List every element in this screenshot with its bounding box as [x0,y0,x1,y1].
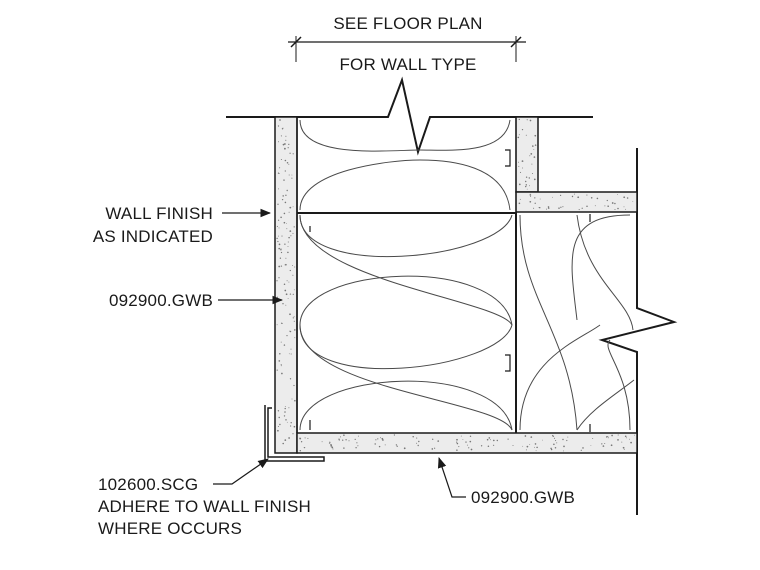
bottom-gwb-panel [296,432,638,454]
scg-note-line1: ADHERE TO WALL FINISH [98,497,311,516]
scg-label: 102600.SCG [98,475,198,494]
gwb-left-label: 092900.GWB [109,291,213,310]
scg-leader [213,458,269,485]
wall-finish-label: WALL FINISH [105,204,213,223]
gwb-texture [518,193,634,211]
for-wall-type-label: FOR WALL TYPE [339,55,476,74]
gwb-bottom-label: 092900.GWB [471,488,575,507]
gwb-bottom-leader [437,456,466,498]
right-break-line [598,148,678,515]
batt-insulation-right [519,214,635,431]
top-break-line [226,76,593,156]
gwb-texture [517,118,537,190]
gwb-texture [299,434,635,452]
dimension-line [288,36,526,62]
left-gwb-panel [274,116,298,454]
see-floor-plan-label: SEE FLOOR PLAN [333,14,482,33]
batt-insulation-left [299,214,513,431]
right-wall-gwb-vertical [515,116,539,193]
scg-note-line2: WHERE OCCURS [98,519,242,538]
stud-framing [296,117,591,433]
wall-finish-label-line2: AS INDICATED [93,227,213,246]
batt-insulation-upper [299,119,511,211]
gwb-texture [276,119,296,445]
right-wall-gwb-horizontal [515,191,638,213]
